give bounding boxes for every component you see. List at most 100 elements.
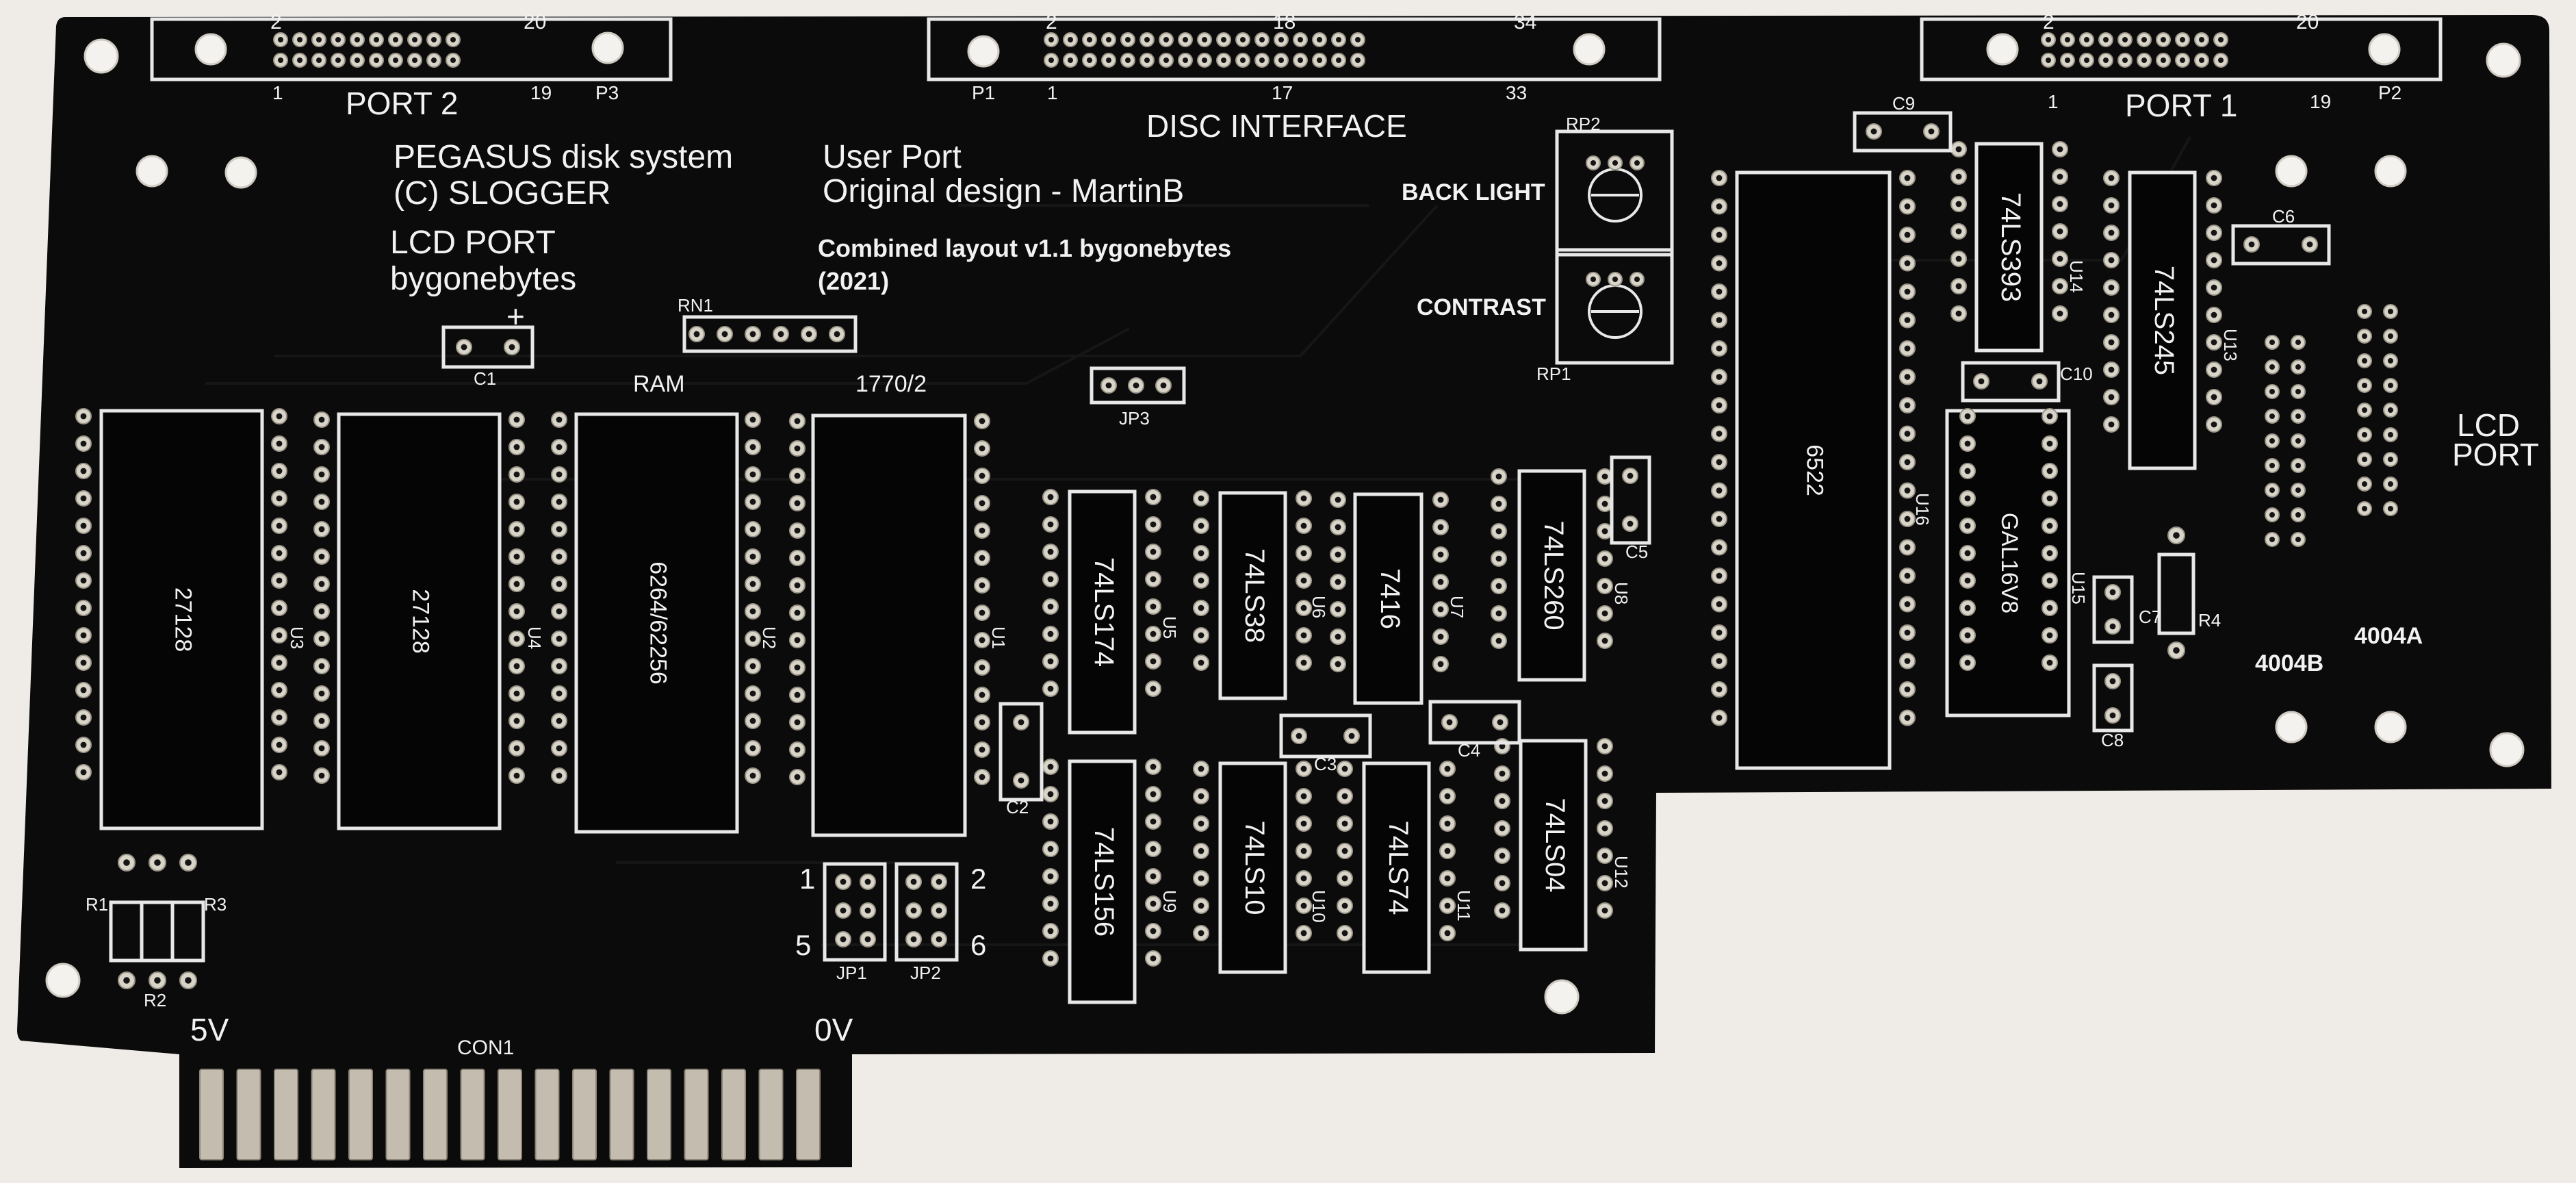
- chip-pin: [1193, 627, 1209, 644]
- title-line2: (C) SLOGGER: [394, 175, 610, 212]
- chip-pin: [313, 521, 330, 537]
- lcd-pin: [2357, 427, 2372, 442]
- chip-u15-ref: U15: [2068, 572, 2089, 605]
- lcd-pin: [2383, 403, 2398, 418]
- chip-pin: [1439, 925, 1456, 941]
- ref-c3: C3: [1314, 754, 1337, 774]
- label-4004a: 4004A: [2354, 623, 2423, 649]
- header-pin: [2194, 32, 2209, 47]
- edge-finger: [796, 1069, 821, 1160]
- chip-pin: [974, 495, 990, 511]
- chip-u16-part: 6522: [1802, 444, 1828, 496]
- rn1-pin: [801, 326, 817, 342]
- c7-pin: [2104, 584, 2121, 600]
- lcd-pin: [2291, 384, 2306, 399]
- chip-pin: [1432, 546, 1449, 563]
- chip-pin: [508, 576, 525, 592]
- chip-pin: [1145, 950, 1161, 967]
- c10-pin: [1973, 373, 1989, 390]
- chip-pin: [1950, 141, 1967, 157]
- header-pin: [1331, 32, 1346, 47]
- lcd-pin: [2383, 329, 2398, 344]
- chip-u2-part: 6264/62256: [645, 561, 671, 685]
- chip-pin: [745, 466, 761, 483]
- lcd-pin: [2357, 501, 2372, 516]
- chip-pin: [1193, 761, 1209, 777]
- chip-pin: [2206, 225, 2222, 241]
- header-pin: [1063, 32, 1078, 47]
- chip-pin: [789, 495, 806, 511]
- chip-u16-ref: U16: [1912, 493, 1933, 526]
- lcd-pin: [2265, 483, 2280, 498]
- header-pin: [1197, 32, 1212, 47]
- chip-pin: [1193, 518, 1209, 534]
- chip-pin: [974, 550, 990, 566]
- ref-rp1: RP1: [1536, 364, 1571, 384]
- chip-pin: [789, 605, 806, 621]
- chip-pin: [508, 685, 525, 702]
- ref-jp3: JP3: [1119, 408, 1150, 429]
- chip-pin: [551, 767, 567, 784]
- header-pin: [1274, 53, 1289, 68]
- chip-pin: [1145, 680, 1161, 697]
- jp-num-2: 2: [970, 863, 986, 895]
- chip-pin: [1711, 681, 1727, 698]
- chip-pin: [789, 741, 806, 758]
- chip-pin: [1899, 340, 1916, 357]
- header-pin: [331, 32, 346, 47]
- chip-pin: [1193, 870, 1209, 887]
- chip-pin: [1899, 652, 1916, 670]
- chip-pin: [1145, 571, 1161, 587]
- combined-line1: Combined layout v1.1 bygonebytes: [818, 234, 1231, 262]
- chip-pin: [974, 577, 990, 594]
- header-pin: [1120, 32, 1135, 47]
- chip-pin: [1432, 519, 1449, 535]
- chip-pin: [271, 545, 287, 561]
- jp1-pin: [835, 874, 851, 890]
- jp3-pin: [1100, 377, 1117, 394]
- chip-pin: [1597, 633, 1613, 649]
- chip-u4-part: 27128: [408, 589, 434, 654]
- header-pin: [1063, 53, 1078, 68]
- chip-pin: [551, 411, 567, 428]
- chip-pin: [1296, 925, 1312, 941]
- chip-pin: [1597, 848, 1613, 864]
- jp2-outline: [894, 862, 959, 962]
- chip-pin: [313, 576, 330, 592]
- chip-pin: [313, 631, 330, 647]
- chip-pin: [1439, 815, 1456, 832]
- chip-pin: [2052, 305, 2068, 322]
- jp2-pin: [905, 931, 922, 947]
- chip-pin: [1193, 788, 1209, 804]
- chip-pin: [75, 654, 92, 671]
- edge-finger: [460, 1069, 485, 1160]
- header-pin: [426, 53, 441, 68]
- chip-pin: [508, 767, 525, 784]
- header-pin: [1254, 53, 1270, 68]
- chip-pin: [1193, 600, 1209, 616]
- header-pin: [2194, 53, 2209, 68]
- chip-pin: [508, 658, 525, 674]
- chip-pin: [1597, 765, 1613, 782]
- edge-finger: [609, 1069, 634, 1160]
- chip-pin: [745, 494, 761, 510]
- r-pin: [149, 854, 166, 872]
- chip-pin: [1711, 340, 1727, 357]
- edge-finger: [572, 1069, 597, 1160]
- header-pin: [331, 53, 346, 68]
- contrast-label: CONTRAST: [1417, 294, 1546, 320]
- chip-pin: [789, 413, 806, 429]
- chip-pin: [1494, 820, 1510, 837]
- chip-pin: [1296, 843, 1312, 859]
- chip-pin: [1439, 761, 1456, 777]
- title-line1: PEGASUS disk system: [394, 139, 733, 175]
- chip-pin: [745, 439, 761, 455]
- chip-pin: [2103, 225, 2120, 241]
- chip-pin: [1337, 843, 1353, 859]
- chip-pin: [1439, 870, 1456, 887]
- p3-top-right: 20: [524, 11, 546, 34]
- chip-pin: [551, 494, 567, 510]
